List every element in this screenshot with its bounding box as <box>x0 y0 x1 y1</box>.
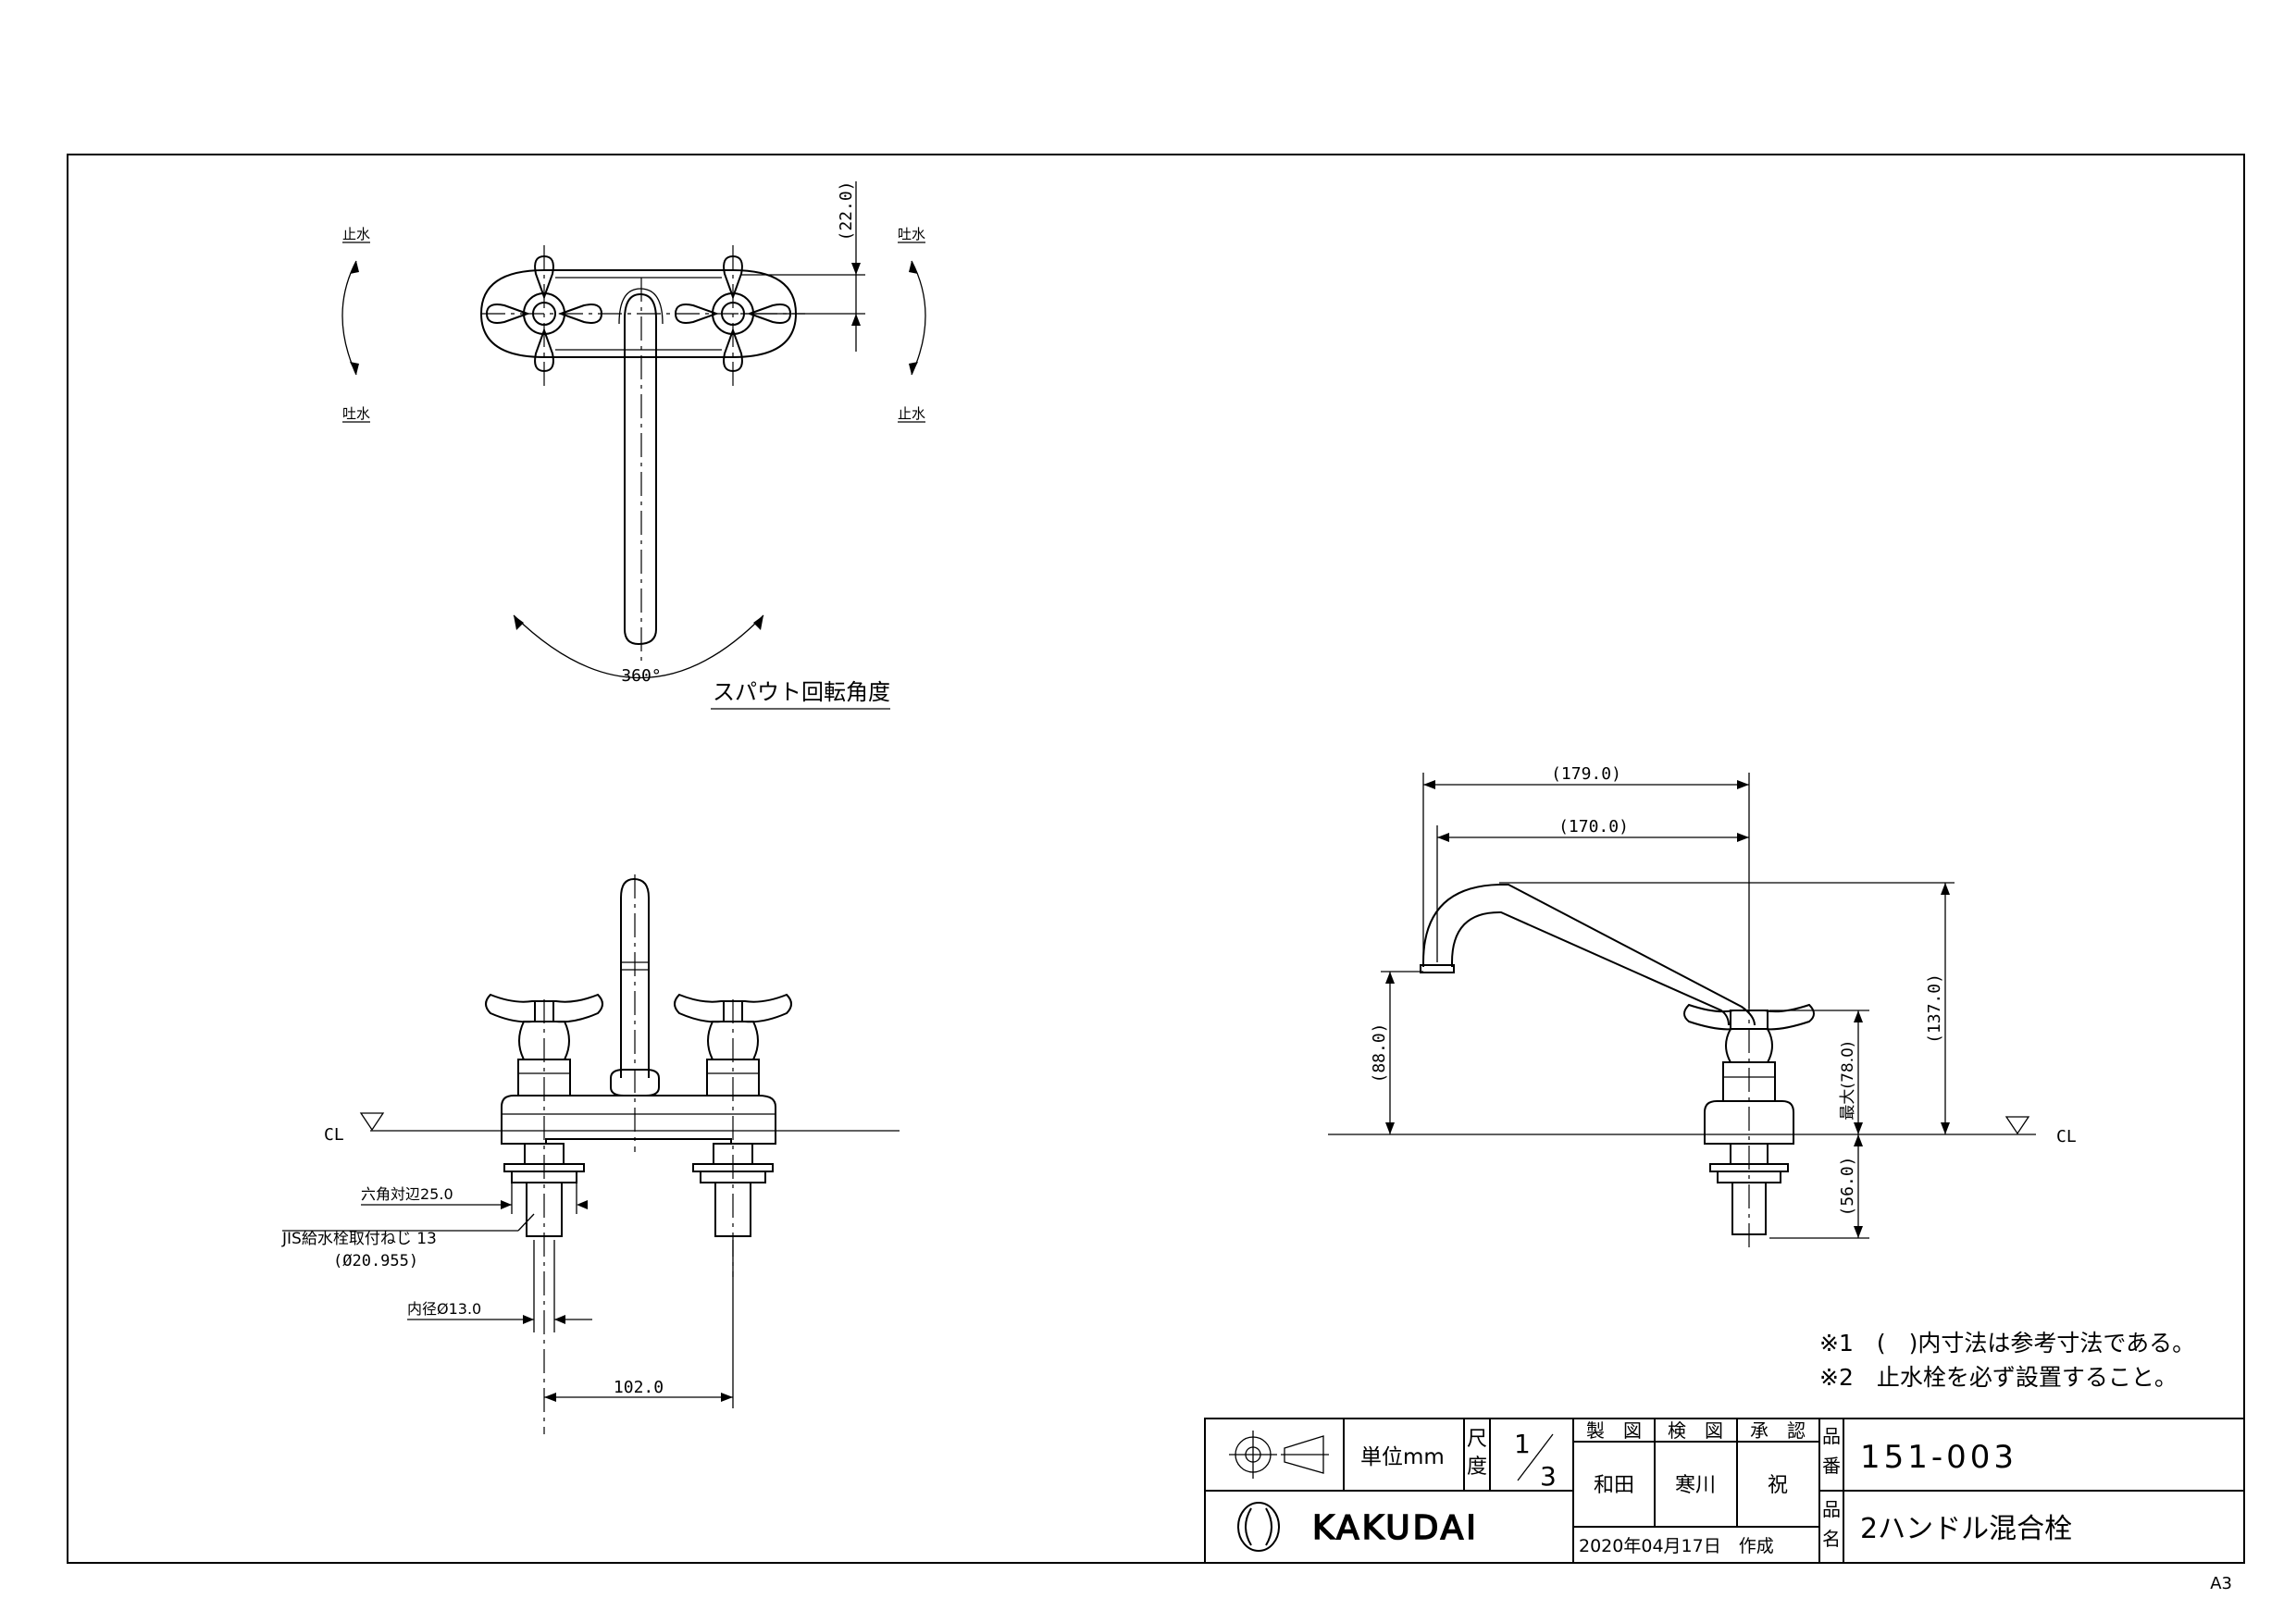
top-view: (22.0) 止水 吐水 吐水 止水 360° スパウト回転角度 <box>341 180 926 710</box>
front-view: CL <box>281 874 900 1434</box>
dim-88: (88.0) <box>1370 1022 1389 1083</box>
logo-text: KAKUDAI <box>1312 1509 1479 1547</box>
drawn-header: 製 図 <box>1586 1419 1642 1442</box>
dim-137: (137.0) <box>1925 973 1944 1044</box>
side-view: CL (179.0) (170.0) (137 <box>1328 764 2077 1249</box>
part-name: 2ハンドル混合栓 <box>1860 1513 2072 1545</box>
approved-header: 承 認 <box>1750 1419 1806 1442</box>
checked-header: 検 図 <box>1668 1419 1723 1442</box>
dim-179: (179.0) <box>1551 764 1621 784</box>
kakudai-logo: KAKUDAI <box>1237 1502 1479 1552</box>
jis-thread: JIS給水栓取付ねじ 13 <box>281 1230 437 1248</box>
unit: 単位mm <box>1360 1445 1445 1469</box>
dim-170: (170.0) <box>1558 817 1629 836</box>
dim-56: (56.0) <box>1838 1156 1857 1216</box>
label-right-bottom: 止水 <box>898 405 925 422</box>
part-number: 151-003 <box>1860 1439 2017 1476</box>
dim-22: (22.0) <box>837 180 856 241</box>
spout-rotation-note: スパウト回転角度 <box>713 679 890 705</box>
note-1: ※1 ( )内寸法は参考寸法である。 <box>1819 1330 2195 1357</box>
inner-diameter: 内径Ø13.0 <box>407 1300 481 1318</box>
name-label-2: 名 <box>1822 1528 1841 1550</box>
date: 2020年04月17日 作成 <box>1579 1536 1774 1556</box>
label-left-top: 止水 <box>342 226 370 242</box>
dim-78: 最大(78.0) <box>1839 1041 1857 1120</box>
title-block: 単位mm 尺 度 1 3 製 図 検 図 承 認 和田 寒川 祝 2020年04… <box>1204 1418 2245 1564</box>
sheet-border <box>67 154 2245 1564</box>
note-2: ※2 止水栓を必ず設置すること。 <box>1819 1364 2178 1391</box>
left-handle-top <box>485 254 603 373</box>
cl-label-right: CL <box>2056 1127 2077 1146</box>
scale-den: 3 <box>1540 1461 1557 1492</box>
label-right-top: 吐水 <box>898 226 925 242</box>
notes: ※1 ( )内寸法は参考寸法である。 ※2 止水栓を必ず設置すること。 <box>1819 1330 2195 1391</box>
checked-by: 寒川 <box>1675 1474 1716 1497</box>
approved-by: 祝 <box>1768 1474 1788 1497</box>
projection-symbol <box>1229 1431 1329 1479</box>
label-left-bottom: 吐水 <box>342 405 370 422</box>
spout-top <box>624 292 657 646</box>
part-no-label-2: 番 <box>1822 1455 1841 1477</box>
jis-diameter: (Ø20.955) <box>333 1252 418 1270</box>
hex-size: 六角対辺25.0 <box>361 1185 453 1203</box>
dim-102: 102.0 <box>614 1378 664 1397</box>
name-label-1: 品 <box>1822 1498 1841 1520</box>
scale-num: 1 <box>1514 1429 1531 1459</box>
spout-angle: 360° <box>621 666 661 686</box>
part-no-label-1: 品 <box>1822 1425 1841 1447</box>
scale-label-2: 度 <box>1467 1456 1487 1479</box>
sheet-size: A3 <box>2210 1574 2232 1593</box>
scale-label-1: 尺 <box>1467 1428 1487 1451</box>
cl-label-left: CL <box>324 1125 344 1145</box>
drawn-by: 和田 <box>1594 1474 1634 1497</box>
